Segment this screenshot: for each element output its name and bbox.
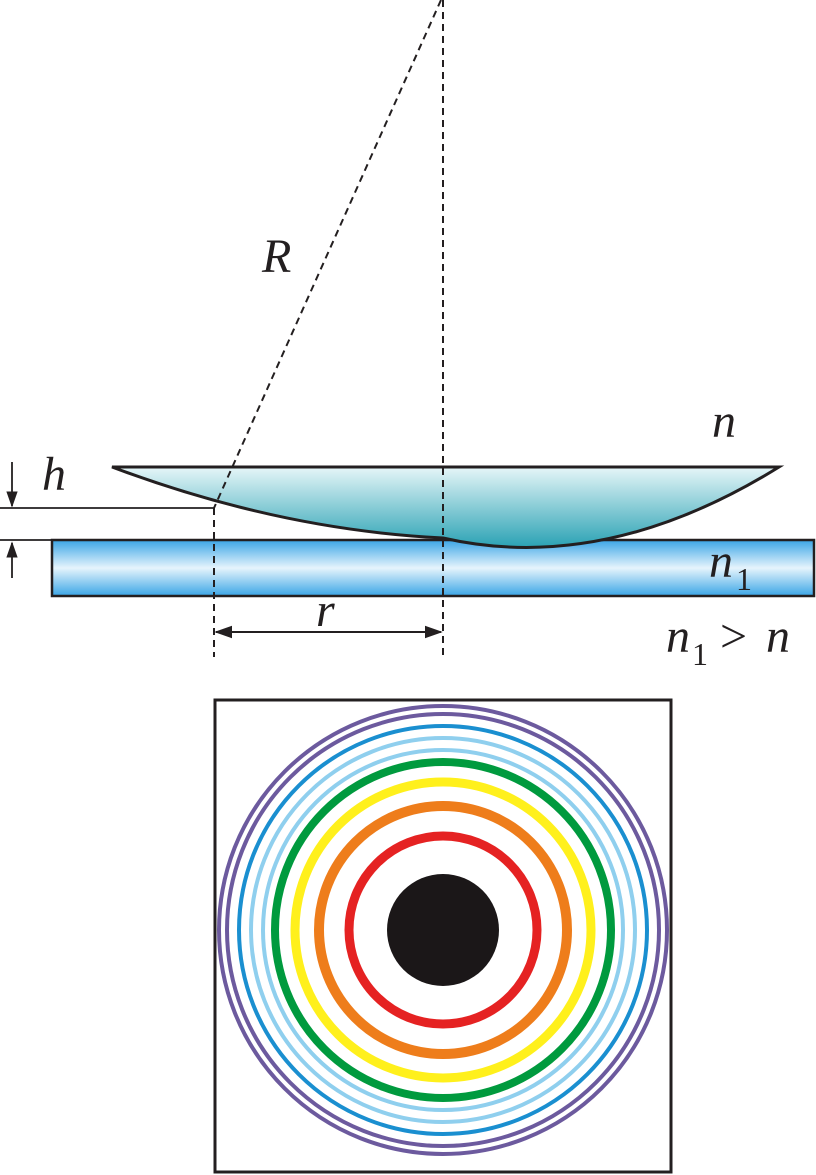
svg-text:1: 1 — [692, 636, 708, 672]
svg-text:n: n — [709, 535, 733, 588]
interference-ring-5 — [261, 748, 625, 1112]
glass-plate — [50, 538, 816, 598]
lens — [111, 465, 785, 549]
interference-ring-8 — [225, 712, 661, 1148]
svg-text:n: n — [666, 610, 690, 663]
interference-ring-4 — [271, 758, 615, 1102]
distance-label: r — [316, 584, 335, 637]
index-relation-label: n 1 > n — [666, 610, 790, 672]
gap-label: h — [42, 448, 66, 501]
center-dark-spot — [387, 874, 499, 986]
svg-text:>: > — [720, 610, 747, 663]
lens-index-label: n — [712, 395, 736, 448]
svg-text:n: n — [766, 610, 790, 663]
plate-index-label: n 1 — [709, 535, 752, 597]
interference-ring-9 — [217, 704, 669, 1156]
radius-line — [213, 0, 442, 509]
interference-ring-3 — [290, 777, 596, 1083]
svg-text:1: 1 — [736, 561, 752, 597]
radius-label: R — [261, 230, 291, 283]
interference-ring-1 — [344, 831, 542, 1029]
interference-ring-6 — [249, 736, 637, 1124]
interference-rings — [217, 704, 669, 1156]
interference-ring-7 — [237, 724, 649, 1136]
interference-ring-2 — [314, 801, 572, 1059]
